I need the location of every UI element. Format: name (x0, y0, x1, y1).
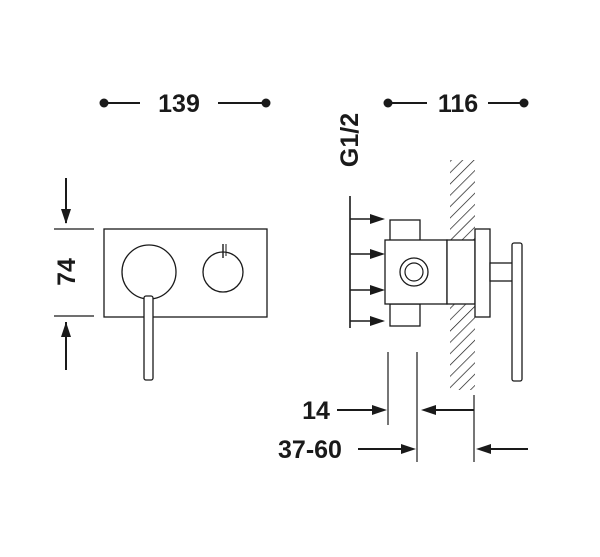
dim-front-height: 74 (53, 178, 94, 370)
side-handle (489, 242, 523, 382)
diverter-knob (202, 244, 244, 293)
thread-label: G1/2 (336, 113, 364, 167)
thread-label-group: G1/2 (336, 113, 364, 167)
dim-front-width: 139 (99, 90, 271, 118)
front-plate (103, 228, 268, 318)
dim-side-depth: 116 (383, 90, 529, 118)
dim-install-range-label: 37-60 (278, 436, 342, 464)
side-cover-plate (474, 228, 491, 318)
inlet-arrows (349, 196, 385, 328)
dim-install-range: 37-60 (278, 352, 528, 464)
dim-front-width-label: 139 (158, 90, 200, 118)
dim-wall-offset: 14 (302, 352, 474, 425)
dim-wall-offset-label: 14 (302, 397, 330, 425)
dim-side-depth-label: 116 (438, 90, 478, 118)
lever-handle (121, 244, 177, 381)
dim-front-height-label: 74 (53, 258, 81, 286)
